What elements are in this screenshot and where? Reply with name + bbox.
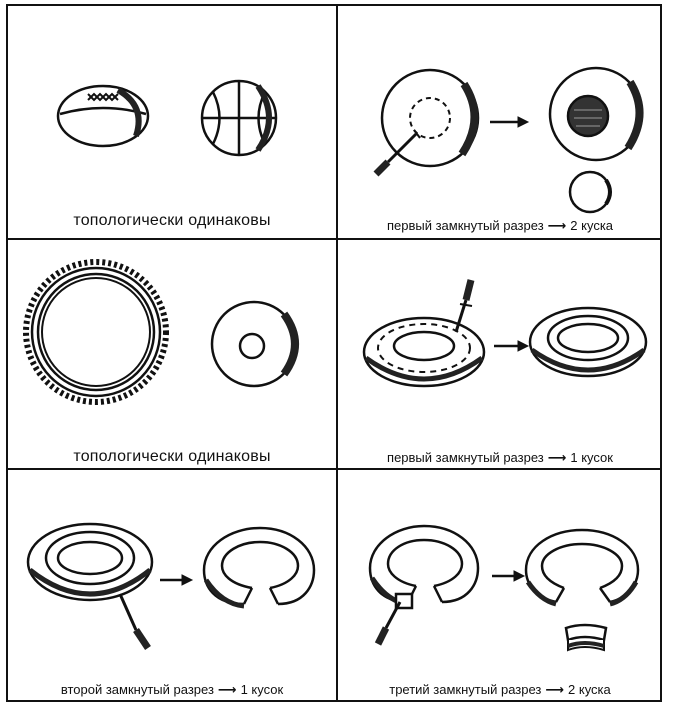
panel-4-caption-text: первый замкнутый разрез — [387, 450, 544, 465]
panel-5-caption-result: 1 кусок — [240, 682, 284, 697]
panel-balls: топологически одинаковы — [8, 6, 336, 238]
panel-torus-second-cut: второй замкнутый разрез⟶1 кусок — [8, 470, 336, 702]
sphere-cut-illustration — [373, 66, 644, 214]
panel-6-caption-result: 2 куска — [568, 682, 611, 697]
panel-4-caption: первый замкнутый разрез⟶1 кусок — [338, 450, 662, 466]
arrow — [490, 116, 530, 128]
panel-grid: топологически одинаковы — [6, 4, 662, 702]
torus-with-knife — [362, 279, 486, 388]
horseshoe-with-knife — [368, 524, 480, 646]
balls-illustration — [56, 79, 278, 157]
removed-disc — [568, 170, 612, 214]
arrow — [494, 340, 530, 352]
panel-2-caption: первый замкнутый разрез⟶2 куска — [338, 218, 662, 234]
sphere-with-knife — [373, 68, 480, 177]
torus-third-cut-illustration — [368, 524, 640, 652]
horseshoe-torus — [202, 526, 316, 609]
panel-5-caption-text: второй замкнутый разрез — [60, 682, 214, 697]
grid-divider-vertical — [336, 6, 338, 700]
donut — [210, 300, 299, 388]
tire — [23, 259, 169, 405]
panel-1-caption: топологически одинаковы — [73, 212, 271, 229]
panel-4-caption-result: 1 кусок — [570, 450, 613, 465]
removed-segment — [564, 623, 608, 652]
panel-4-caption-arrow: ⟶ — [547, 450, 567, 465]
panel-5-caption: второй замкнутый разрез⟶1 кусок — [8, 682, 336, 698]
panel-tire-and-donut: топологически одинаковы — [8, 240, 336, 468]
torus-second-cut-illustration — [26, 522, 316, 650]
rugby-ball — [56, 84, 150, 148]
panel-torus-third-cut: третий замкнутый разрез⟶2 куска — [338, 470, 662, 702]
cut-horseshoe — [524, 528, 640, 607]
sphere-with-hole — [548, 66, 644, 162]
panel-6-caption-arrow: ⟶ — [545, 682, 565, 697]
grid-divider-row1 — [8, 238, 660, 240]
torus-first-cut-illustration — [362, 279, 648, 388]
arrow — [492, 570, 526, 582]
panel-6-caption: третий замкнутый разрез⟶2 куска — [338, 682, 662, 698]
grid-divider-row2 — [8, 468, 660, 470]
torus-cut-open — [528, 306, 648, 378]
panel-2-caption-arrow: ⟶ — [547, 218, 567, 233]
basketball — [200, 79, 278, 157]
panel-2-caption-result: 2 куска — [570, 218, 614, 233]
panel-torus-first-cut: первый замкнутый разрез⟶1 кусок — [338, 240, 662, 468]
panel-2-caption-text: первый замкнутый разрез — [386, 218, 544, 233]
panel-5-caption-arrow: ⟶ — [217, 682, 237, 697]
panel-3-caption: топологически одинаковы — [73, 448, 271, 465]
tire-donut-illustration — [23, 259, 299, 405]
panel-sphere-cut: первый замкнутый разрез⟶2 куска — [338, 6, 662, 238]
torus-with-knife — [26, 522, 154, 650]
panel-6-caption-text: третий замкнутый разрез — [389, 682, 542, 697]
arrow — [160, 574, 194, 586]
